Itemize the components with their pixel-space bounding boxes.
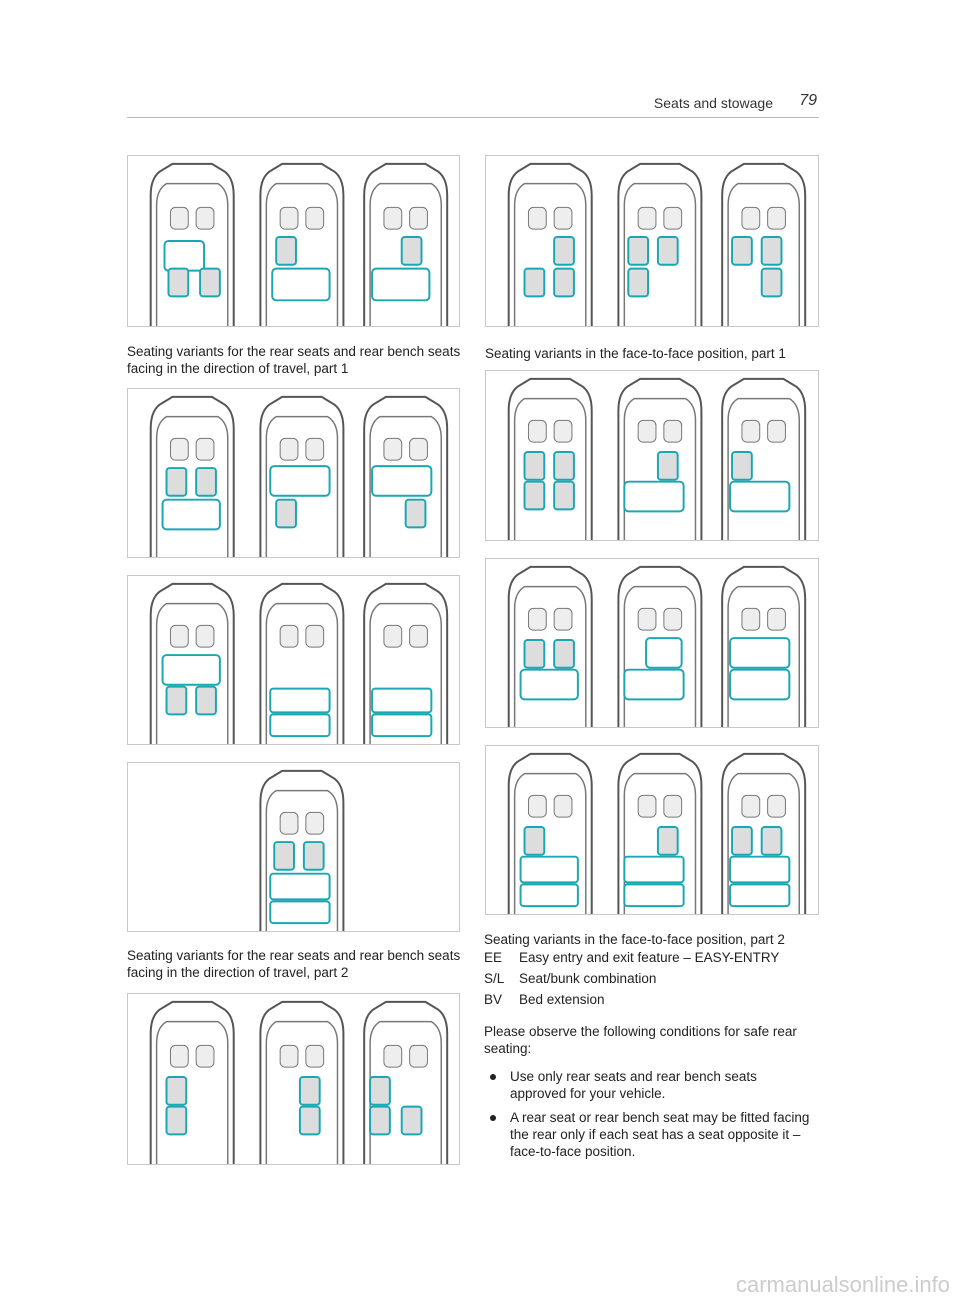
bullet-dot-icon bbox=[490, 1074, 496, 1080]
seat-diagram bbox=[259, 769, 345, 931]
legend-abbr: BV bbox=[484, 992, 503, 1007]
section-title: Seats and stowage bbox=[653, 95, 773, 111]
safety-note: Please observe the following conditions … bbox=[484, 1024, 797, 1056]
seat-diagram-panel bbox=[485, 745, 819, 915]
bullet-text: Use only rear seats and rear bench seats… bbox=[510, 1069, 757, 1101]
seat-diagram-panel bbox=[127, 388, 460, 558]
legend-abbr: EE bbox=[484, 950, 503, 965]
seat-diagram-panel bbox=[127, 762, 460, 932]
abbreviation-legend: EE Easy entry and exit feature – EASY-EN… bbox=[484, 950, 824, 1013]
van-outline bbox=[149, 162, 235, 326]
seat-diagram bbox=[507, 162, 807, 326]
caption-3: Seating variants in the face-to-face pos… bbox=[485, 346, 786, 361]
legend-row: BV Bed extension bbox=[484, 992, 824, 1013]
seat-diagram-panel bbox=[485, 155, 819, 327]
seat-diagram bbox=[149, 582, 449, 744]
seat-diagram bbox=[507, 752, 807, 914]
bullet-text: A rear seat or rear bench seat may be fi… bbox=[510, 1110, 810, 1159]
seat-diagram-panel bbox=[485, 370, 819, 541]
seat-diagram bbox=[149, 395, 449, 557]
legend-desc: Easy entry and exit feature – EASY-ENTRY bbox=[519, 950, 780, 965]
seat-diagram bbox=[507, 377, 807, 540]
caption-4: Seating variants in the face-to-face pos… bbox=[484, 932, 785, 947]
seat-diagram bbox=[149, 162, 449, 326]
seat-diagram bbox=[507, 565, 807, 727]
caption-2: Seating variants for the rear seats and … bbox=[127, 948, 461, 980]
seat-diagram-panel bbox=[127, 155, 460, 327]
page-number: 79 bbox=[799, 92, 817, 109]
seat-diagram bbox=[149, 1000, 449, 1164]
seat-diagram-panel bbox=[127, 575, 460, 745]
legend-desc: Seat/bunk combination bbox=[519, 971, 657, 986]
watermark: carmanualsonline.info bbox=[735, 1272, 950, 1297]
legend-desc: Bed extension bbox=[519, 992, 605, 1007]
legend-row: EE Easy entry and exit feature – EASY-EN… bbox=[484, 950, 824, 971]
seat-diagram-panel bbox=[485, 558, 819, 728]
caption-1: Seating variants for the rear seats and … bbox=[127, 344, 461, 376]
seat-diagram-panel bbox=[127, 993, 460, 1165]
page-header: Seats and stowage 79 bbox=[127, 92, 819, 118]
legend-abbr: S/L bbox=[484, 971, 505, 986]
legend-row: S/L Seat/bunk combination bbox=[484, 971, 824, 992]
bullet-dot-icon bbox=[490, 1115, 496, 1121]
